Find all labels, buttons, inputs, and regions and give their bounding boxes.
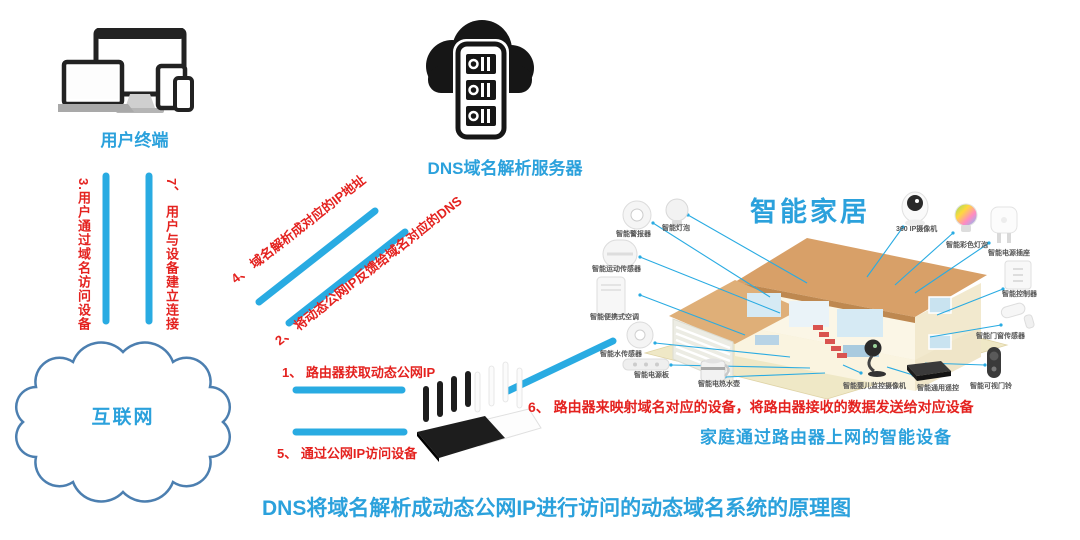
smart-plug-label: 智能电源插座 bbox=[988, 250, 1030, 257]
baby-monitor-camera-icon bbox=[864, 339, 886, 377]
electric-kettle-label: 智能电热水壶 bbox=[698, 381, 740, 388]
motion-sensor-label: 智能运动传感器 bbox=[592, 266, 641, 273]
universal-remote-icon bbox=[907, 361, 951, 381]
dns-server-icon bbox=[426, 20, 534, 141]
smart-home-illustration bbox=[596, 191, 1035, 400]
portable-ac-label: 智能便携式空调 bbox=[590, 314, 639, 321]
smart-bulb-icon bbox=[665, 198, 689, 227]
smart-alarm-icon bbox=[622, 200, 652, 230]
video-doorbell-label: 智能可视门铃 bbox=[970, 383, 1012, 390]
door-sensor-icon bbox=[1000, 302, 1035, 329]
smart-bulb-label: 智能灯泡 bbox=[662, 225, 690, 232]
universal-remote-label: 智能通用遥控 bbox=[917, 385, 959, 392]
electric-kettle-icon bbox=[700, 358, 730, 382]
line-internet-dns-upper bbox=[255, 207, 379, 306]
motion-sensor-icon bbox=[602, 239, 638, 269]
portable-ac-icon bbox=[596, 276, 626, 318]
water-sensor-label: 智能水传感器 bbox=[600, 351, 642, 358]
ip-camera-360-icon bbox=[901, 191, 929, 227]
smart-home-title: 智能家居 bbox=[750, 197, 870, 227]
video-doorbell-icon bbox=[987, 347, 1001, 378]
router-icon bbox=[417, 361, 542, 462]
step-7-label: 7、 用户与设备建立连接 bbox=[164, 178, 179, 331]
step-5-label: 5、 通过公网IP访问设备 bbox=[277, 446, 418, 461]
ip-camera-360-label: 360 IP摄像机 bbox=[896, 226, 938, 233]
user-terminal-label: 用户终端 bbox=[100, 131, 169, 150]
power-strip-label: 智能电源板 bbox=[634, 372, 669, 379]
smart-controller-icon bbox=[1004, 260, 1032, 290]
smart-plug-icon bbox=[990, 206, 1018, 243]
line-internet-dns-lower bbox=[285, 228, 409, 327]
power-strip-icon bbox=[622, 358, 670, 371]
internet-cloud-icon bbox=[15, 341, 231, 503]
baby-monitor-camera-label: 智能婴儿监控摄像机 bbox=[843, 383, 906, 390]
color-bulb-label: 智能彩色灯泡 bbox=[946, 242, 988, 249]
smart-alarm-label: 智能警报器 bbox=[616, 231, 651, 238]
step-3-label: 3.用户通过域名访问设备 bbox=[76, 178, 91, 331]
color-bulb-icon bbox=[954, 203, 978, 232]
internet-label: 互联网 bbox=[91, 407, 155, 428]
dns-server-label: DNS域名解析服务器 bbox=[427, 159, 583, 178]
smart-home-subtitle: 家庭通过路由器上网的智能设备 bbox=[700, 428, 952, 447]
line-router-home bbox=[504, 337, 617, 395]
user-devices-icon bbox=[58, 28, 194, 113]
step-1-label: 1、 路由器获取动态公网IP bbox=[282, 365, 436, 380]
step-6-label: 6、 路由器来映射域名对应的设备，将路由器接收的数据发送给对应设备 bbox=[528, 399, 974, 415]
door-sensor-label: 智能门窗传感器 bbox=[976, 333, 1025, 340]
diagram-caption: DNS将域名解析成动态公网IP进行访问的动态域名系统的原理图 bbox=[262, 497, 852, 520]
water-sensor-icon bbox=[626, 321, 654, 349]
smart-controller-label: 智能控制器 bbox=[1002, 291, 1037, 298]
